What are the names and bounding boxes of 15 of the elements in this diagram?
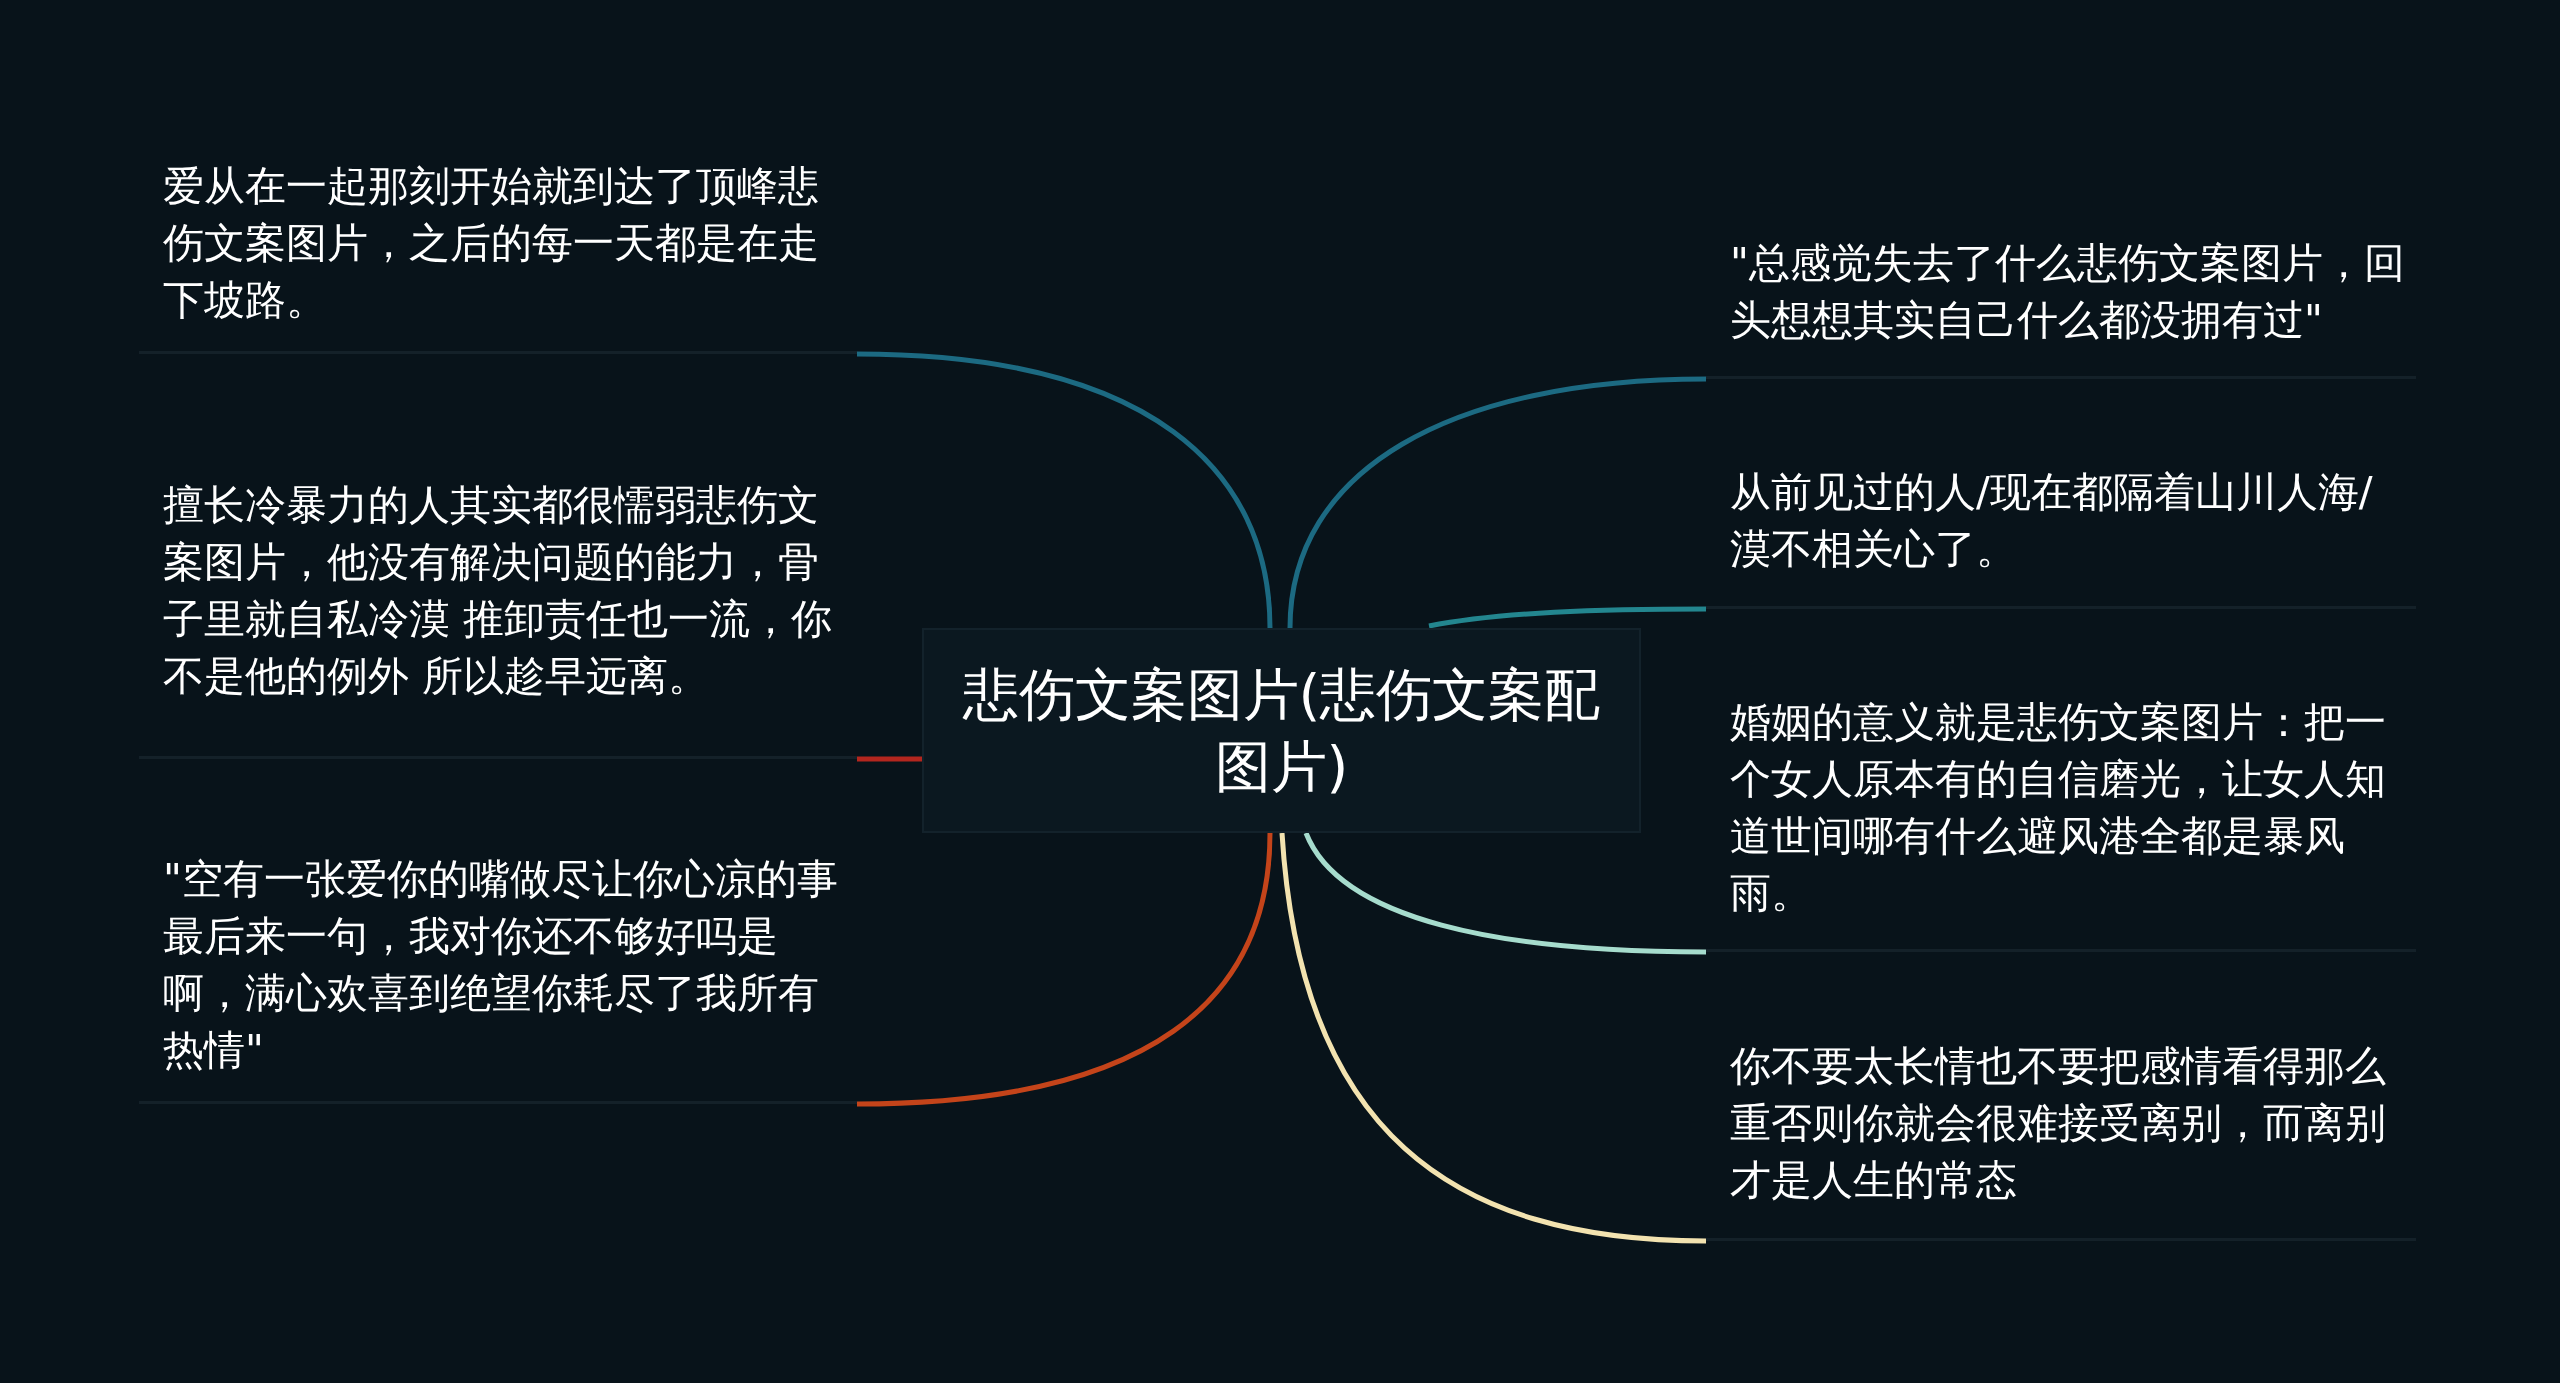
topic-box: 悲伤文案图片(悲伤文案配图片) bbox=[922, 628, 1641, 833]
branch-text: "空有一张爱你的嘴做尽让你心凉的事最后来一句，我对你还不够好吗是啊，满心欢喜到绝望你耗尽了我所有热情" bbox=[139, 842, 857, 1104]
connector-curve bbox=[1428, 606, 1706, 629]
connector-curve bbox=[1279, 832, 1707, 1244]
connector-curve bbox=[856, 351, 1273, 629]
connector-curve bbox=[856, 832, 1273, 1107]
branch-text: 你不要太长情也不要把感情看得那么重否则你就会很难接受离别，而离别才是人生的常态 bbox=[1706, 1022, 2416, 1241]
branch-text: 从前见过的人/现在都隔着山川人海/漠不相关心了。 bbox=[1706, 450, 2416, 609]
connector-curve bbox=[857, 756, 922, 762]
branch-text: 擅长冷暴力的人其实都很懦弱悲伤文案图片，他没有解决问题的能力，骨子里就自私冷漠 推卸责任也一流，你不是他的例外 所以趁早远离。 bbox=[139, 440, 857, 759]
connector-curve bbox=[1303, 831, 1707, 955]
branch-text: 婚姻的意义就是悲伤文案图片：把一个女人原本有的自信磨光，让女人知道世间哪有什么避风港全都是暴风雨。 bbox=[1706, 680, 2416, 952]
branch-text: 爱从在一起那刻开始就到达了顶峰悲伤文案图片，之后的每一天都是在走下坡路。 bbox=[139, 150, 857, 354]
branch-text: "总感觉失去了什么悲伤文案图片，回头想想其实自己什么都没拥有过" bbox=[1706, 222, 2416, 379]
connector-curve bbox=[1287, 376, 1707, 629]
